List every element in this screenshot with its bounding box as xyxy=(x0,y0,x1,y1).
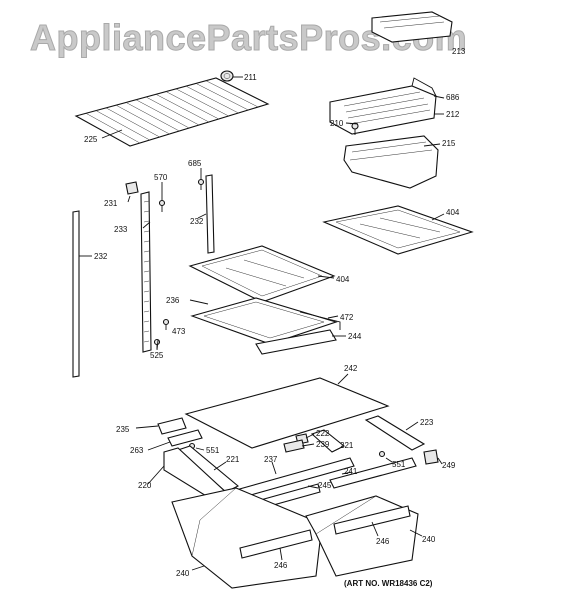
part-551-screw-right[interactable] xyxy=(378,450,386,458)
callout-551-right: 551 xyxy=(392,460,406,469)
part-232-rail-upper[interactable] xyxy=(205,174,215,254)
part-246-handle-right[interactable] xyxy=(333,505,411,535)
callout-232-left: 232 xyxy=(94,252,108,261)
part-236-shelf-assembly[interactable] xyxy=(190,297,341,345)
part-263-support[interactable] xyxy=(167,429,203,447)
part-212-keeper-frame[interactable] xyxy=(329,77,437,135)
callout-223: 223 xyxy=(420,418,434,427)
callout-237: 237 xyxy=(264,455,278,464)
part-404-glass-shelf-center[interactable] xyxy=(188,245,336,303)
callout-525: 525 xyxy=(150,351,164,360)
part-242-glass-cover[interactable] xyxy=(184,377,390,449)
callout-242: 242 xyxy=(344,364,358,373)
callout-221-center: 221 xyxy=(340,441,354,450)
part-244-cover-frame[interactable] xyxy=(255,329,337,355)
part-239-clip[interactable] xyxy=(283,439,305,453)
callout-221-left: 221 xyxy=(226,455,240,464)
callout-212: 212 xyxy=(446,110,460,119)
callout-570: 570 xyxy=(154,173,168,182)
callout-404-center: 404 xyxy=(336,275,350,284)
callout-263: 263 xyxy=(130,446,144,455)
part-685-screw[interactable] xyxy=(197,178,205,191)
part-233-rail[interactable] xyxy=(140,191,152,353)
callout-240-left: 240 xyxy=(176,569,190,578)
callout-233: 233 xyxy=(114,225,128,234)
art-number: (ART NO. WR18436 C2) xyxy=(344,579,433,588)
callout-249: 249 xyxy=(442,461,456,470)
callout-225: 225 xyxy=(84,135,98,144)
part-215-drawer[interactable] xyxy=(343,135,439,189)
part-473-clip[interactable] xyxy=(162,318,170,326)
part-249-bracket[interactable] xyxy=(423,449,439,465)
callout-551-left: 551 xyxy=(206,446,220,455)
callout-215: 215 xyxy=(442,139,456,148)
callout-210: 210 xyxy=(330,119,344,128)
part-210-screw[interactable] xyxy=(351,122,359,135)
callout-686: 686 xyxy=(446,93,460,102)
callout-244: 244 xyxy=(348,332,362,341)
part-235-support[interactable] xyxy=(157,417,187,435)
part-240-crisper-left[interactable] xyxy=(171,487,323,589)
callout-241: 241 xyxy=(344,467,358,476)
part-231-bracket[interactable] xyxy=(125,181,139,195)
part-221-slide-center[interactable] xyxy=(310,429,346,453)
callout-246-left: 246 xyxy=(274,561,288,570)
callout-labels: 213 211 225 686 212 210 215 685 570 231 … xyxy=(84,47,466,578)
part-246-handle-left[interactable] xyxy=(239,529,313,559)
callout-231: 231 xyxy=(104,199,118,208)
callout-240-right: 240 xyxy=(422,535,436,544)
callout-239: 239 xyxy=(316,440,330,449)
callout-222: 222 xyxy=(316,429,330,438)
callout-236: 236 xyxy=(166,296,180,305)
part-232-rail-left[interactable] xyxy=(72,210,80,378)
callout-213: 213 xyxy=(452,47,466,56)
part-404-glass-shelf-right[interactable] xyxy=(322,205,474,255)
callout-232-upper: 232 xyxy=(190,217,204,226)
callout-211: 211 xyxy=(244,73,257,82)
callout-246-right: 246 xyxy=(376,537,390,546)
part-570-screw[interactable] xyxy=(158,199,166,213)
part-211-knob[interactable] xyxy=(220,70,234,82)
callout-685: 685 xyxy=(188,159,202,168)
callout-404-right: 404 xyxy=(446,208,460,217)
callout-235: 235 xyxy=(116,425,130,434)
part-241-rail[interactable] xyxy=(329,457,417,489)
callout-220: 220 xyxy=(138,481,152,490)
callout-472: 472 xyxy=(340,313,354,322)
part-223-support[interactable] xyxy=(364,415,426,451)
leader-lines xyxy=(79,76,445,571)
part-225-wire-shelf[interactable] xyxy=(74,77,270,147)
callout-245: 245 xyxy=(318,481,332,490)
part-213-bin[interactable] xyxy=(371,11,453,43)
callout-473: 473 xyxy=(172,327,186,336)
